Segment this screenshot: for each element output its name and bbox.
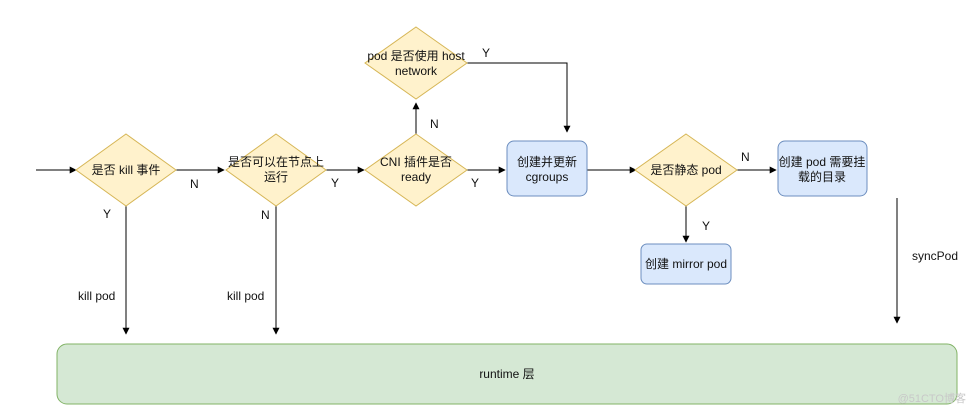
edge-label-cni-no: N bbox=[430, 117, 439, 131]
decision-static-pod-label: 是否静态 pod bbox=[650, 163, 721, 177]
decision-can-run-on-node: 是否可以在节点上 运行 bbox=[225, 133, 327, 207]
decision-cni-label-2: ready bbox=[401, 170, 431, 184]
decision-host-network: pod 是否使用 host network bbox=[364, 26, 468, 100]
decision-can-run-label-2: 运行 bbox=[264, 170, 288, 184]
decision-can-run-label-1: 是否可以在节点上 bbox=[228, 155, 324, 169]
decision-cni-label-1: CNI 插件是否 bbox=[380, 155, 452, 169]
decision-static-pod: 是否静态 pod bbox=[634, 133, 738, 207]
process-pod-dir-label-1: 创建 pod 需要挂 bbox=[779, 155, 866, 169]
edge-label-cni-yes: Y bbox=[471, 176, 479, 190]
decision-kill-event-label: 是否 kill 事件 bbox=[92, 163, 161, 177]
edge-label-kill-pod-1: kill pod bbox=[78, 289, 115, 303]
process-cgroups-label-2: cgroups bbox=[526, 170, 569, 184]
edge-label-static-yes: Y bbox=[702, 219, 710, 233]
decision-host-network-label-2: network bbox=[395, 64, 438, 78]
process-mirror-pod-label: 创建 mirror pod bbox=[645, 257, 727, 271]
edge-label-host-network-yes: Y bbox=[482, 46, 490, 60]
process-pod-dir-label-2: 载的目录 bbox=[798, 169, 846, 184]
edge-host-network-to-cgroups bbox=[467, 62, 571, 133]
process-create-mirror-pod: 创建 mirror pod bbox=[640, 243, 732, 285]
runtime-layer-box bbox=[56, 343, 958, 405]
process-create-pod-dir: 创建 pod 需要挂 载的目录 bbox=[777, 140, 868, 197]
decision-kill-event: 是否 kill 事件 bbox=[75, 133, 177, 207]
decision-host-network-label-1: pod 是否使用 host bbox=[367, 48, 465, 63]
edge-label-can-run-yes: Y bbox=[331, 176, 339, 190]
watermark: @51CTO博客 bbox=[898, 391, 966, 405]
edge-label-kill-pod-2: kill pod bbox=[227, 289, 264, 303]
process-create-cgroups: 创建并更新 cgroups bbox=[506, 140, 588, 197]
edge-label-sync-pod: syncPod bbox=[912, 249, 958, 263]
decision-cni-ready: CNI 插件是否 ready bbox=[364, 133, 468, 207]
edge-label-can-run-no: N bbox=[261, 208, 270, 222]
process-cgroups-label-1: 创建并更新 bbox=[517, 154, 577, 169]
edge-label-kill-yes: Y bbox=[103, 207, 111, 221]
edge-label-kill-no: N bbox=[190, 177, 199, 191]
edge-label-static-no: N bbox=[741, 150, 750, 164]
runtime-layer-label: runtime 层 bbox=[479, 367, 534, 381]
